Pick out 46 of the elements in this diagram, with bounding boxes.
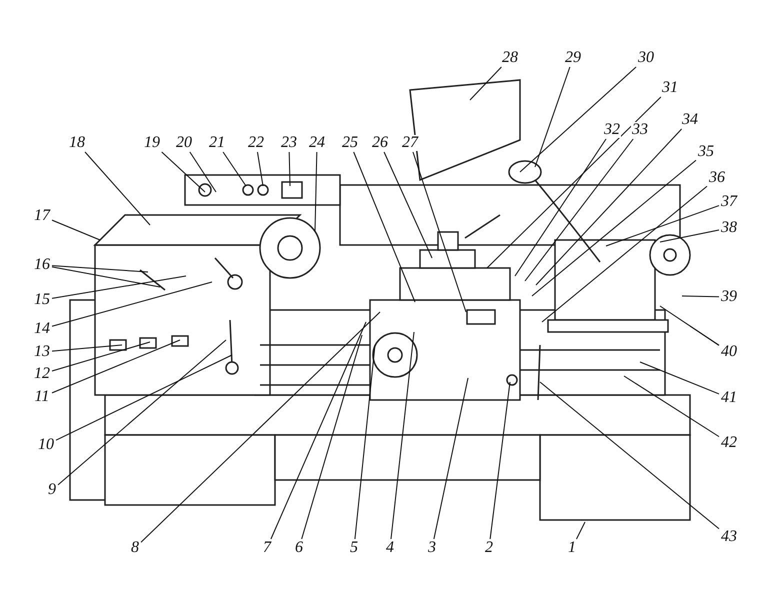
callout-number: 32 [603, 122, 621, 138]
leader-line [58, 340, 226, 486]
leader-line [682, 296, 720, 298]
leader-line [412, 152, 466, 312]
leader-line [606, 205, 720, 246]
leader-line [314, 152, 318, 232]
leader-line [536, 128, 682, 286]
leader-line [433, 378, 468, 540]
leader-line [52, 220, 100, 240]
leader-line [576, 522, 586, 540]
leader-line [542, 186, 708, 322]
leader-line [520, 66, 637, 172]
leader-line [256, 152, 264, 186]
leader-line [640, 362, 720, 394]
leader-line [56, 354, 232, 441]
leader-line [52, 266, 160, 288]
leader-line [390, 332, 414, 540]
leader-line [486, 96, 662, 268]
leader-line [624, 376, 720, 438]
callout-number: 27 [401, 135, 419, 151]
leader-line [470, 66, 502, 100]
leader-line [532, 160, 696, 296]
leader-line [534, 66, 570, 168]
leader-line [52, 276, 186, 299]
leader-line [140, 312, 380, 543]
leader-line [490, 382, 510, 540]
leader-line [524, 138, 634, 282]
leader-line [52, 344, 122, 352]
leader-line [189, 152, 216, 192]
leader-line [288, 152, 290, 186]
leader-line [660, 230, 720, 242]
leader-line [52, 340, 180, 394]
leader-line [52, 265, 148, 272]
leader-line [353, 152, 416, 302]
leader-line [52, 342, 150, 372]
leader-line [690, 326, 720, 346]
leader-line [354, 344, 376, 540]
leader-line [301, 334, 362, 540]
leader-line [52, 282, 212, 327]
leader-line [540, 382, 720, 530]
leader-line [84, 152, 150, 226]
leader-line [514, 138, 607, 276]
leader-line [161, 152, 206, 192]
leader-line [222, 152, 246, 186]
leader-line [384, 152, 432, 258]
leader-line [270, 322, 366, 540]
